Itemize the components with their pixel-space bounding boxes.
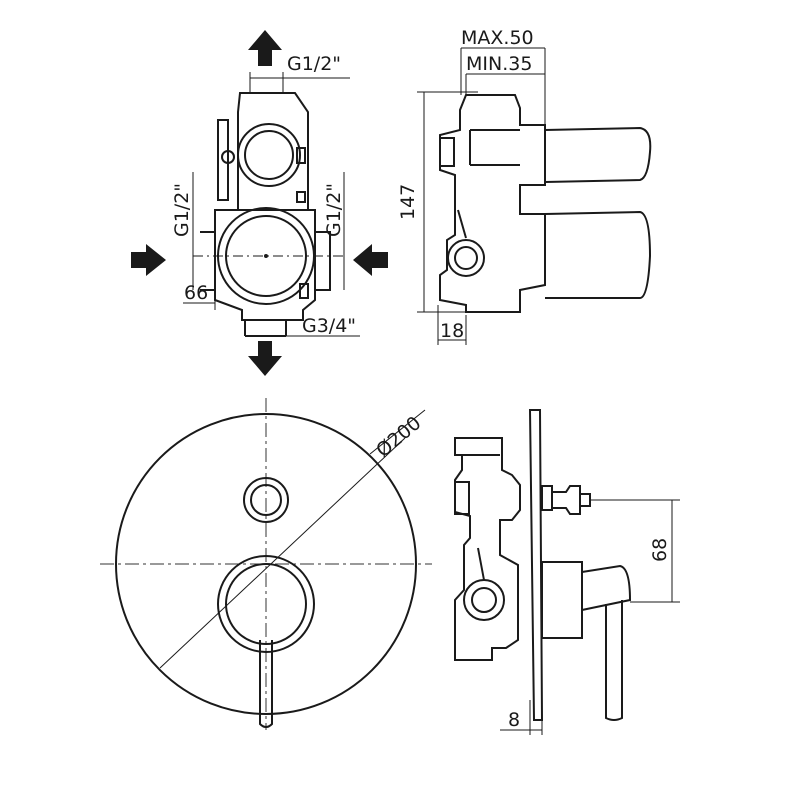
- max-depth-label: MAX.50: [461, 27, 534, 49]
- valve-side-view: MAX.50 MIN.35 147 18: [397, 27, 652, 345]
- plate-front-view: Ø200: [100, 398, 432, 730]
- arrow-up-icon: [248, 30, 282, 66]
- bottom-port-label: G3/4": [302, 315, 356, 337]
- width-66-label: 66: [184, 282, 208, 304]
- top-port-label: G1/2": [287, 53, 341, 75]
- arrow-right-icon: [131, 244, 166, 276]
- diameter-label: Ø200: [372, 412, 425, 462]
- height-147-label: 147: [397, 184, 419, 220]
- arrow-left-icon: [353, 244, 388, 276]
- assembly-side-view: 68 8: [454, 409, 680, 735]
- plate-8-label: 8: [508, 709, 520, 731]
- min-depth-label: MIN.35: [466, 53, 532, 75]
- depth-18-label: 18: [440, 320, 464, 342]
- left-port-label: G1/2": [171, 183, 193, 237]
- valve-front-view: G1/2" G1/2" G1/2" 66: [131, 30, 388, 376]
- spacing-68-label: 68: [649, 538, 671, 562]
- right-port-label: G1/2": [323, 183, 345, 237]
- arrow-down-icon: [248, 341, 282, 376]
